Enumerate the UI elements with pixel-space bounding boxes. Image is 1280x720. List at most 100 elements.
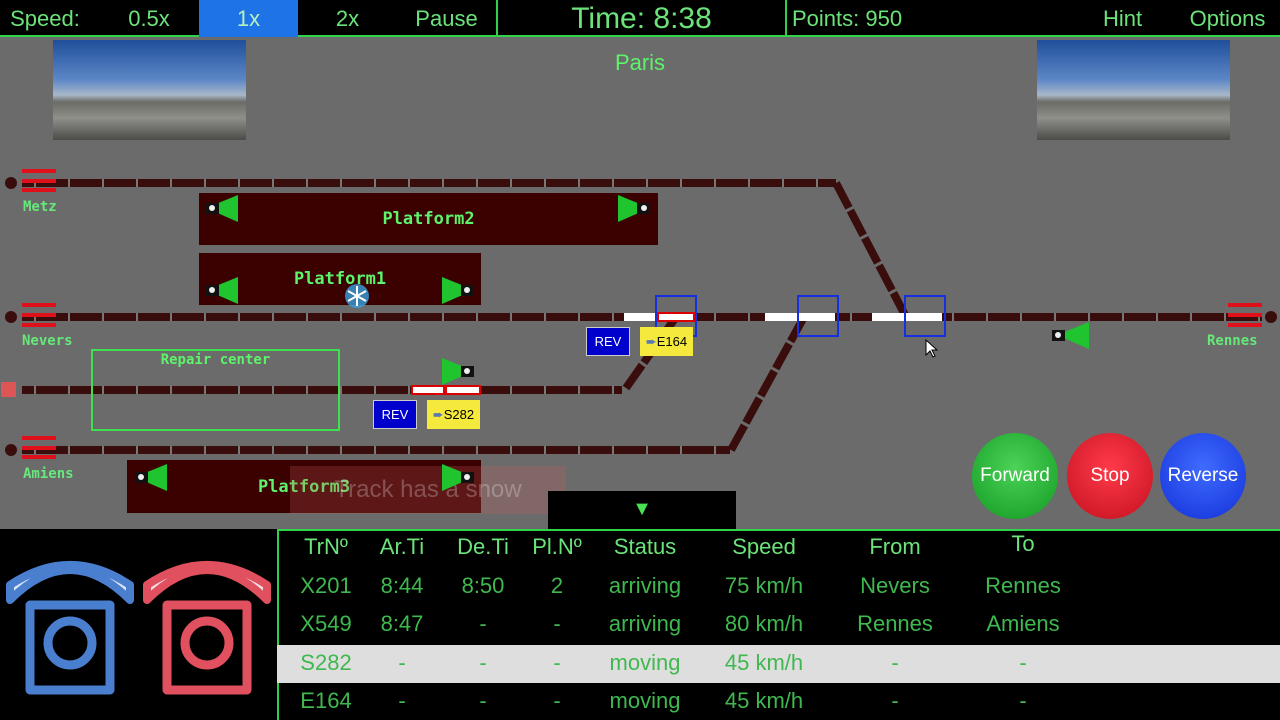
col-platform: Pl.Nº — [532, 534, 582, 559]
repair-center-label: Repair center — [160, 352, 271, 368]
signal-icon[interactable] — [206, 195, 238, 222]
table-cell: - — [1019, 688, 1027, 713]
camera-view-left — [53, 40, 246, 140]
train-s282-car[interactable] — [411, 385, 445, 395]
platform-2[interactable]: Platform2 — [199, 193, 658, 245]
table-cell: - — [398, 650, 406, 675]
switch-toggle[interactable] — [904, 295, 946, 337]
switch-diagonal-low — [727, 315, 808, 452]
repair-center-area[interactable] — [91, 349, 340, 431]
col-arrival-time: Ar.Ti — [379, 534, 425, 559]
endpoint-metz: Metz — [23, 199, 57, 215]
track-end — [5, 177, 17, 189]
table-cell: 45 km/h — [724, 650, 804, 675]
pause-button[interactable]: Pause — [415, 6, 478, 31]
signal-icon[interactable] — [442, 464, 474, 491]
station-city-name: Paris — [614, 50, 666, 75]
col-speed: Speed — [732, 534, 796, 559]
track-map — [1, 169, 1277, 459]
table-cell: - — [398, 688, 406, 713]
signal-icon[interactable] — [1052, 322, 1089, 349]
train-x549-car[interactable] — [872, 313, 942, 321]
table-cell: Amiens — [986, 611, 1060, 636]
endpoint-rennes: Rennes — [1207, 333, 1258, 349]
table-cell: Rennes — [985, 573, 1061, 598]
table-cell: - — [553, 611, 561, 636]
forward-button[interactable]: Forward — [972, 433, 1058, 519]
table-cell: 45 km/h — [724, 688, 804, 713]
platform-2-label: Platform2 — [382, 209, 475, 229]
phone-decline-icon[interactable] — [143, 561, 271, 695]
table-cell: Nevers — [860, 573, 930, 598]
platform-1-label: Platform1 — [293, 269, 387, 289]
signal-icon[interactable] — [135, 464, 167, 491]
table-cell: - — [479, 688, 487, 713]
track-end — [5, 444, 17, 456]
signal-icon[interactable] — [442, 358, 474, 385]
mouse-cursor-icon — [925, 338, 939, 358]
table-cell: 8:50 — [461, 573, 505, 598]
options-button[interactable]: Options — [1189, 6, 1266, 31]
signal-icon[interactable] — [442, 277, 474, 304]
train-e164-car[interactable] — [657, 312, 695, 322]
phone-accept-icon[interactable] — [6, 561, 134, 695]
arrow-right-icon: ➨ — [432, 407, 444, 422]
train-x549-car[interactable] — [765, 313, 835, 321]
platform-3[interactable]: Platform3 — [127, 460, 481, 513]
arrow-right-icon: ➨ — [645, 334, 657, 349]
platform-1[interactable]: Platform1 — [199, 253, 481, 305]
table-cell: - — [553, 688, 561, 713]
train-s282-tag[interactable]: ➨S282 — [427, 400, 480, 429]
col-to: To — [1011, 531, 1035, 556]
table-cell: arriving — [608, 573, 682, 598]
train-s282-car[interactable] — [445, 385, 481, 395]
table-cell: S282 — [300, 650, 352, 675]
snow-warning-toast: Track has a snow — [290, 466, 566, 514]
table-cell: 2 — [550, 573, 564, 598]
top-bar: Speed: 0.5x 1x 2x Pause Time: 8:38 Point… — [0, 0, 1280, 37]
points-counter: Points: 950 — [792, 6, 903, 31]
signal-layer — [135, 195, 1089, 491]
speed-1x-button[interactable]: 1x — [199, 0, 298, 37]
speed-half-button[interactable]: 0.5x — [128, 6, 170, 31]
track-repair — [22, 386, 622, 394]
train-e164-tag[interactable]: ➨E164 — [640, 327, 693, 356]
table-cell: 75 km/h — [724, 573, 804, 598]
game-clock: Time: 8:38 — [571, 2, 712, 35]
col-from: From — [869, 534, 921, 559]
col-departure-time: De.Ti — [457, 534, 509, 559]
camera-view-right — [1037, 40, 1230, 140]
signal-icon[interactable] — [618, 195, 650, 222]
stop-button[interactable]: Stop — [1067, 433, 1153, 519]
collapse-panel-button[interactable]: ▼ — [548, 491, 736, 529]
table-row-highlight[interactable] — [277, 645, 1280, 683]
track-end — [5, 311, 17, 323]
train-schedule-table — [277, 529, 1280, 720]
table-cell: - — [479, 611, 487, 636]
reverse-button[interactable]: Reverse — [1160, 433, 1246, 519]
divider — [785, 0, 787, 37]
table-cell: X549 — [300, 611, 352, 636]
table-cell: E164 — [300, 688, 352, 713]
train-e164-reverse-button[interactable]: REV — [586, 327, 630, 356]
speed-2x-button[interactable]: 2x — [335, 6, 360, 31]
track-end — [1265, 311, 1277, 323]
switch-toggle[interactable] — [797, 295, 839, 337]
col-train-number: TrNº — [304, 534, 348, 559]
hint-button[interactable]: Hint — [1102, 6, 1143, 31]
divider — [496, 0, 498, 37]
train-e164-car[interactable] — [624, 313, 656, 321]
col-status: Status — [613, 534, 677, 559]
endpoint-amiens: Amiens — [23, 466, 74, 482]
repair-buffer — [1, 382, 16, 397]
track-metz — [22, 179, 836, 187]
table-cell: 8:44 — [380, 573, 424, 598]
table-cell: - — [891, 650, 899, 675]
table-cell: - — [891, 688, 899, 713]
train-s282-reverse-button[interactable]: REV — [373, 400, 417, 429]
table-cell: - — [553, 650, 561, 675]
switch-diagonal-top — [832, 181, 910, 319]
signal-icon[interactable] — [206, 277, 238, 304]
table-cell: X201 — [300, 573, 352, 598]
table-cell: 80 km/h — [724, 611, 804, 636]
